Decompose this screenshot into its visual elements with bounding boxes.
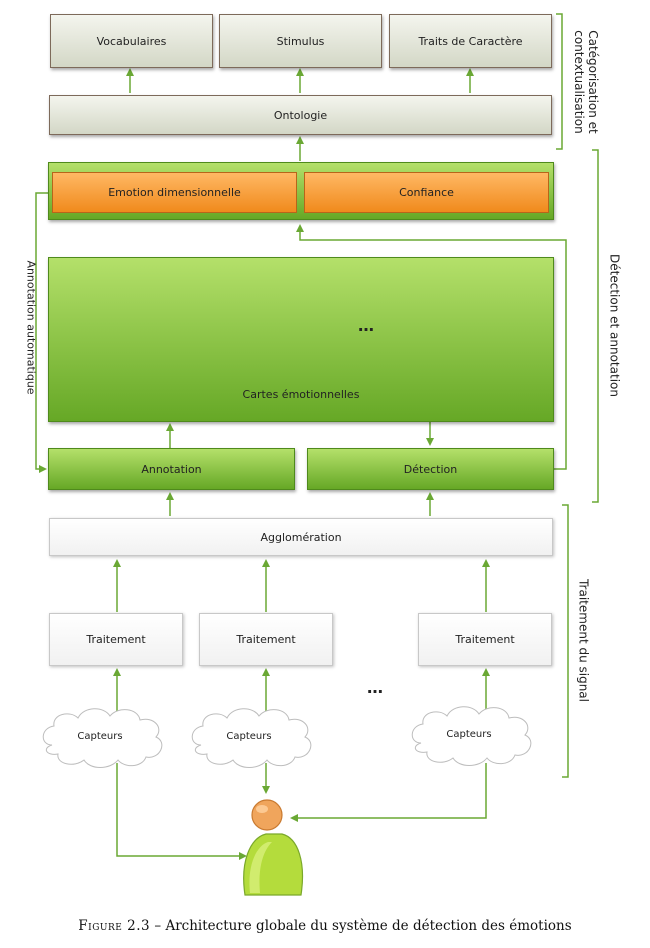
figure-caption: Figure 2.3 – Architecture globale du sys… xyxy=(0,918,650,934)
emotional-maps-container: Cartes émotionnelles xyxy=(48,257,554,422)
cloud-shape-3 xyxy=(411,706,532,766)
cloud-shape-1 xyxy=(42,708,163,768)
auto-annotation-label: Annotation automatique xyxy=(24,260,38,395)
bracket-categorisation xyxy=(556,13,563,150)
emotional-maps-label: Cartes émotionnelles xyxy=(242,388,360,401)
processing-box-2: Traitement xyxy=(199,613,333,666)
arrow-auto-annotation xyxy=(35,192,50,473)
arrow-detection-emotion xyxy=(296,224,567,470)
stimulus-box: Stimulus xyxy=(219,14,382,68)
detection-box: Détection xyxy=(307,448,554,490)
arrow-sensor1-person xyxy=(116,763,247,860)
agglomeration-box: Agglomération xyxy=(49,518,553,556)
cloud-shape-2 xyxy=(191,708,312,768)
categorisation-label-line2: contextualisation xyxy=(572,30,586,134)
signal-ellipsis: … xyxy=(367,678,384,697)
sensor-label-3: Capteurs xyxy=(446,729,492,740)
sensor-clouds xyxy=(42,706,532,768)
figure-caption-text: – Architecture globale du système de dét… xyxy=(150,918,572,934)
maps-ellipsis: … xyxy=(358,316,375,335)
figure-number: Figure 2.3 xyxy=(78,918,151,934)
character-traits-box: Traits de Caractère xyxy=(389,14,552,68)
vocabulary-box: Vocabulaires xyxy=(50,14,213,68)
detection-section-label: Détection et annotation xyxy=(607,254,622,397)
bracket-detection xyxy=(592,149,599,503)
dimensional-emotion-box: Emotion dimensionnelle xyxy=(52,172,297,213)
categorisation-label-line1: Catégorisation et xyxy=(586,30,600,134)
processing-box-3: Traitement xyxy=(418,613,552,666)
signal-section-label: Traitement du signal xyxy=(576,578,591,702)
annotation-box: Annotation xyxy=(48,448,295,490)
categorisation-section-label: Catégorisation et contextualisation xyxy=(572,7,600,157)
ontology-box: Ontologie xyxy=(49,95,552,135)
confidence-box: Confiance xyxy=(304,172,549,213)
person-icon xyxy=(243,799,304,896)
processing-box-1: Traitement xyxy=(49,613,183,666)
arrow-sensor3-person xyxy=(290,763,487,822)
sensor-label-2: Capteurs xyxy=(226,731,272,742)
sensor-label-1: Capteurs xyxy=(77,731,123,742)
bracket-signal xyxy=(562,504,569,778)
